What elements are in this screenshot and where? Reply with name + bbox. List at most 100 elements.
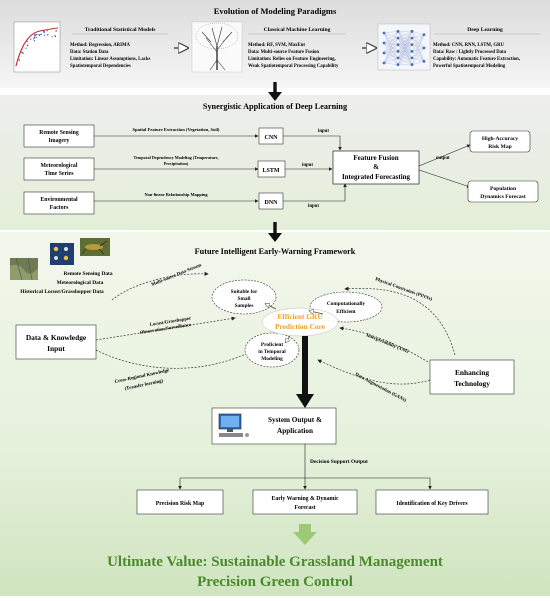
output-population-forecast: Population Dynamics Forecast xyxy=(467,180,539,203)
svg-text:in Temporal: in Temporal xyxy=(258,349,286,355)
left-label: Locust/Grasshopper xyxy=(150,316,193,328)
paradigm-classical-ml: Classical Machine Learning Method: RF, S… xyxy=(191,21,346,73)
app-early-warning: Early Warning & Dynamic Forecast xyxy=(252,489,358,515)
svg-text:Dynamics Forecast: Dynamics Forecast xyxy=(480,194,526,200)
edge-label: Spatial Feature Extraction (Vegetation, … xyxy=(133,127,220,132)
svg-text:Efficient: Efficient xyxy=(336,309,356,315)
svg-text:Integrated Forecasting: Integrated Forecasting xyxy=(342,173,411,181)
weather-icon xyxy=(50,243,74,265)
input-word: input xyxy=(318,129,329,134)
regression-curve xyxy=(15,27,59,67)
fusion-box: Feature Fusion & Integrated Forecasting xyxy=(332,150,420,185)
model-cnn: CNN xyxy=(258,127,284,145)
grasshopper-icon xyxy=(80,238,110,256)
paradigm-line: Data: Raw / Lightly Processed Data xyxy=(433,50,507,55)
paradigm-line: Data: Station Data xyxy=(70,50,109,55)
svg-text:Input: Input xyxy=(47,344,65,353)
ellipse-small-samples: Suitable for Small Samples xyxy=(211,279,277,315)
svg-text:Risk Map: Risk Map xyxy=(488,144,511,150)
section-title-evolution: Evolution of Modeling Paradigms xyxy=(214,6,337,16)
svg-text:Imagery: Imagery xyxy=(49,138,70,144)
data-knowledge-input-box: Data & Knowledge Input xyxy=(15,324,97,360)
scatter-thumbnail-icon xyxy=(13,21,61,73)
paradigm-line: Data: Multi-source Feature Fusion xyxy=(248,50,319,55)
input-environmental: Environmental Factors xyxy=(23,191,95,215)
app-key-drivers: Identification of Key Drivers xyxy=(375,489,489,515)
paradigm-line: Spatiotemporal Dependencies xyxy=(70,64,131,69)
svg-text:Computationally: Computationally xyxy=(327,301,366,307)
svg-text:Precision Risk Map: Precision Risk Map xyxy=(156,501,205,507)
svg-text:Meteorological: Meteorological xyxy=(41,163,78,169)
data-line: Meteorological Data xyxy=(57,280,104,286)
svg-text:Identification of Key Drivers: Identification of Key Drivers xyxy=(396,501,468,507)
svg-text:High-Accuracy: High-Accuracy xyxy=(482,136,519,142)
core-arrow xyxy=(310,311,324,315)
paradigm-heading: Traditional Statistical Models xyxy=(85,27,157,33)
xai-arrow xyxy=(339,326,429,363)
output-word: output xyxy=(436,156,450,161)
computer-icon xyxy=(218,413,249,437)
input-meteorological: Meteorological Time Series xyxy=(23,157,95,181)
gans-arrow xyxy=(317,359,431,385)
edge-label: Precipitation) xyxy=(164,161,189,166)
edge-dnn-fusion xyxy=(283,183,347,202)
edge-label: Non-linear Relationship Mapping xyxy=(144,192,208,197)
paradigm-heading: Classical Machine Learning xyxy=(264,27,331,33)
svg-text:Small: Small xyxy=(238,296,251,302)
ultimate-arrow xyxy=(293,524,317,545)
data-line: Remote Sensing Data xyxy=(63,271,112,277)
decision-label: Decision Support Output xyxy=(310,459,368,465)
edge-cnn-fusion xyxy=(283,135,342,151)
paradigm-line: Weak Spatiotemporal Processing Capabilit… xyxy=(248,64,339,69)
svg-text:Feature Fusion: Feature Fusion xyxy=(353,154,398,162)
svg-text:Suitable for: Suitable for xyxy=(231,289,258,295)
system-output-box: System Output & Application xyxy=(211,407,337,445)
core-arrow xyxy=(266,304,277,310)
svg-text:Data & Knowledge: Data & Knowledge xyxy=(26,333,87,342)
output-risk-map: High-Accuracy Risk Map xyxy=(469,130,531,153)
svg-text:Efficient GRU: Efficient GRU xyxy=(277,312,323,321)
svg-text:DNN: DNN xyxy=(265,200,279,206)
data-stream-arrow xyxy=(111,271,209,301)
observation-arrow xyxy=(95,316,236,341)
edge-label: Temporal Dependency Modeling (Temperatur… xyxy=(134,155,219,160)
input-word: input xyxy=(302,163,313,168)
svg-text:Early Warning & Dynamic: Early Warning & Dynamic xyxy=(271,496,338,502)
svg-text:Time Series: Time Series xyxy=(44,171,74,177)
ultimate-value-line1: Ultimate Value: Sustainable Grassland Ma… xyxy=(107,554,443,570)
paradigm-line: Method: RF, SVM, MaxEnt xyxy=(248,43,305,48)
paradigm-line: Limitation: Linear Assumptions, Lacks xyxy=(70,57,151,62)
neural-network-icon xyxy=(377,23,431,71)
gru-prediction-core: Efficient GRU Prediction Core xyxy=(261,307,339,337)
svg-text:Proficient: Proficient xyxy=(261,342,283,348)
ultimate-value-line2: Precision Green Control xyxy=(197,574,353,590)
transfer-arrow xyxy=(95,349,251,369)
svg-text:&: & xyxy=(373,163,379,171)
input-remote-sensing: Remote Sensing Imagery xyxy=(23,124,95,148)
svg-text:Environmental: Environmental xyxy=(40,197,78,203)
section-title-framework: Future Intelligent Early-Warning Framewo… xyxy=(195,247,356,256)
paradigm-line: Limitation: Relies on Feature Engineerin… xyxy=(248,57,337,62)
svg-text:CNN: CNN xyxy=(265,135,279,141)
edge-fusion-riskmap xyxy=(418,144,471,167)
app-precision-risk-map: Precision Risk Map xyxy=(136,489,224,515)
section-title-synergy: Synergistic Application of Deep Learning xyxy=(203,102,348,111)
svg-text:Forecast: Forecast xyxy=(294,505,315,511)
svg-text:Enhancing: Enhancing xyxy=(455,368,489,377)
satellite-image-icon xyxy=(10,257,38,281)
paradigm-heading: Deep Learning xyxy=(467,27,503,33)
svg-text:Technology: Technology xyxy=(454,379,490,388)
svg-text:Modeling: Modeling xyxy=(261,356,283,362)
tree-icon xyxy=(191,21,243,73)
svg-text:Factors: Factors xyxy=(50,205,69,211)
core-arrow xyxy=(286,335,291,342)
paradigm-line: Method: CNN, RNN, LSTM, GRU xyxy=(433,43,505,48)
svg-text:Prediction Core: Prediction Core xyxy=(275,322,326,331)
svg-text:LSTM: LSTM xyxy=(262,168,279,174)
svg-text:Application: Application xyxy=(277,427,313,435)
paradigm-deep-learning: Deep Learning Method: CNN, RNN, LSTM, GR… xyxy=(377,23,540,71)
pinns-arrow xyxy=(344,286,456,356)
ellipse-temporal-modeling: Proficient in Temporal Modeling xyxy=(244,332,300,368)
paradigm-line: Powerful Spatiotemporal Modeling xyxy=(433,64,506,69)
svg-text:Remote Sensing: Remote Sensing xyxy=(39,130,79,136)
